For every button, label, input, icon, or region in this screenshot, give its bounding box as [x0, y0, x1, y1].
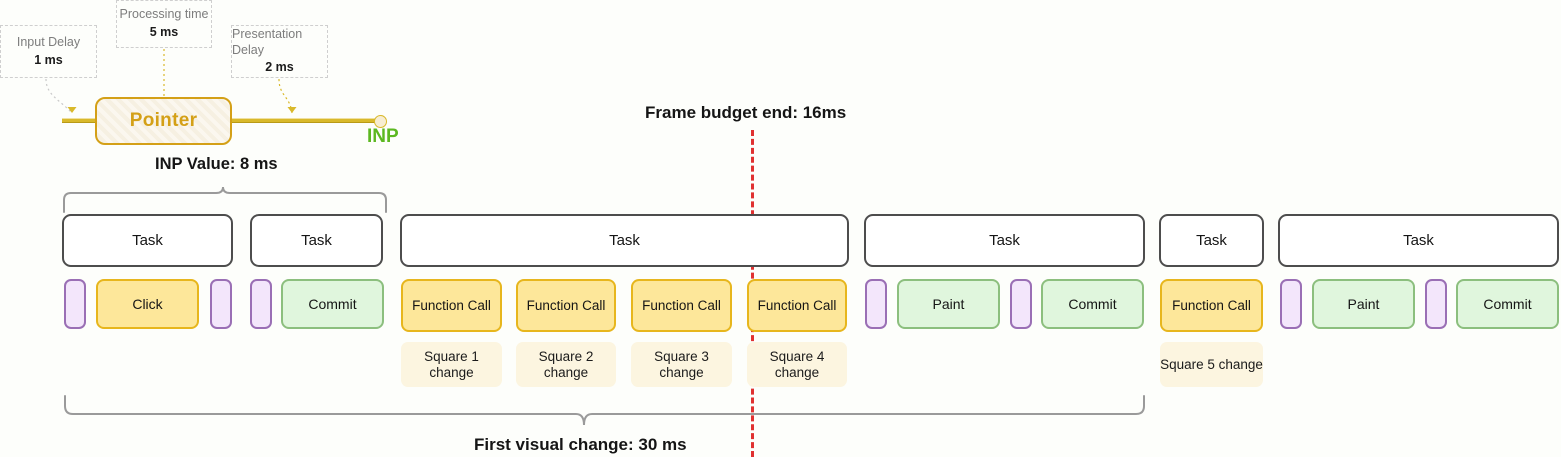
task-box[interactable]: Task: [1159, 214, 1264, 267]
task-label: Task: [609, 232, 640, 249]
callout-presentation-delay: Presentation Delay 2 ms: [231, 25, 328, 78]
frame-budget-label: Frame budget end: 16ms: [645, 103, 847, 122]
event-function-call[interactable]: Function Call: [1160, 279, 1263, 332]
task-box[interactable]: Task: [62, 214, 233, 267]
inp-value-brace: [62, 186, 388, 213]
square-change-label: Square 3 change: [654, 348, 709, 380]
pointer-track-left: [62, 118, 102, 123]
event-commit[interactable]: Commit: [1041, 279, 1144, 329]
event-separator[interactable]: [1280, 279, 1302, 329]
event-separator[interactable]: [1425, 279, 1447, 329]
pointer-label: Pointer: [129, 110, 198, 131]
first-visual-change-brace: [63, 395, 1146, 426]
event-label: Commit: [1483, 295, 1532, 312]
square-change-label: Square 2 change: [538, 348, 594, 380]
task-label: Task: [989, 232, 1020, 249]
task-box[interactable]: Task: [250, 214, 383, 267]
square-change-box: Square 4 change: [747, 342, 847, 387]
event-paint[interactable]: Paint: [1312, 279, 1415, 329]
task-box[interactable]: Task: [864, 214, 1145, 267]
callout-value: 2 ms: [265, 60, 294, 75]
event-separator[interactable]: [1010, 279, 1032, 329]
event-separator[interactable]: [865, 279, 887, 329]
event-label: Commit: [308, 295, 357, 312]
event-label: Function Call: [642, 297, 721, 313]
square-change-box: Square 5 change: [1160, 342, 1263, 387]
task-label: Task: [301, 232, 332, 249]
event-label: Function Call: [757, 297, 837, 313]
event-commit[interactable]: Commit: [281, 279, 384, 329]
event-separator[interactable]: [210, 279, 232, 329]
event-label: Function Call: [526, 297, 606, 313]
event-label: Paint: [932, 295, 965, 312]
callout-processing-time: Processing time 5 ms: [116, 0, 212, 48]
event-commit[interactable]: Commit: [1456, 279, 1559, 329]
event-label: Function Call: [412, 297, 491, 313]
event-function-call[interactable]: Function Call: [631, 279, 732, 332]
square-change-label: Square 4 change: [769, 348, 825, 380]
event-function-call[interactable]: Function Call: [747, 279, 847, 332]
task-label: Task: [1403, 232, 1434, 249]
callout-value: 1 ms: [34, 52, 63, 67]
callout-title: Input Delay: [16, 34, 81, 49]
event-function-call[interactable]: Function Call: [516, 279, 616, 332]
pointer-track-right: [231, 118, 382, 123]
square-change-box: Square 2 change: [516, 342, 616, 387]
callout-title: Processing time: [119, 7, 209, 22]
square-change-label: Square 1 change: [424, 348, 479, 380]
task-box[interactable]: Task: [1278, 214, 1559, 267]
callout-value: 5 ms: [149, 25, 179, 39]
event-click[interactable]: Click: [96, 279, 199, 329]
event-separator[interactable]: [64, 279, 86, 329]
event-label: Function Call: [1172, 297, 1251, 313]
square-change-box: Square 1 change: [401, 342, 502, 387]
task-box[interactable]: Task: [400, 214, 849, 267]
inp-endpoint-dot: [374, 115, 387, 128]
event-label: Paint: [1347, 295, 1380, 312]
square-change-label: Square 5 change: [1160, 356, 1263, 372]
event-label: Click: [132, 295, 163, 312]
callout-title: Presentation Delay: [232, 27, 303, 57]
event-label: Commit: [1068, 295, 1117, 312]
task-label: Task: [132, 232, 163, 249]
inp-value-label: INP Value: 8 ms: [155, 155, 278, 173]
task-label: Task: [1196, 232, 1227, 249]
callout-input-delay: Input Delay 1 ms: [0, 25, 97, 78]
event-paint[interactable]: Paint: [897, 279, 1000, 329]
inp-endpoint-label: INP: [367, 126, 399, 147]
square-change-box: Square 3 change: [631, 342, 732, 387]
event-function-call[interactable]: Function Call: [401, 279, 502, 332]
first-visual-change-label: First visual change: 30 ms: [474, 435, 687, 454]
pointer-interaction-box[interactable]: Pointer: [95, 97, 232, 145]
event-separator[interactable]: [250, 279, 272, 329]
